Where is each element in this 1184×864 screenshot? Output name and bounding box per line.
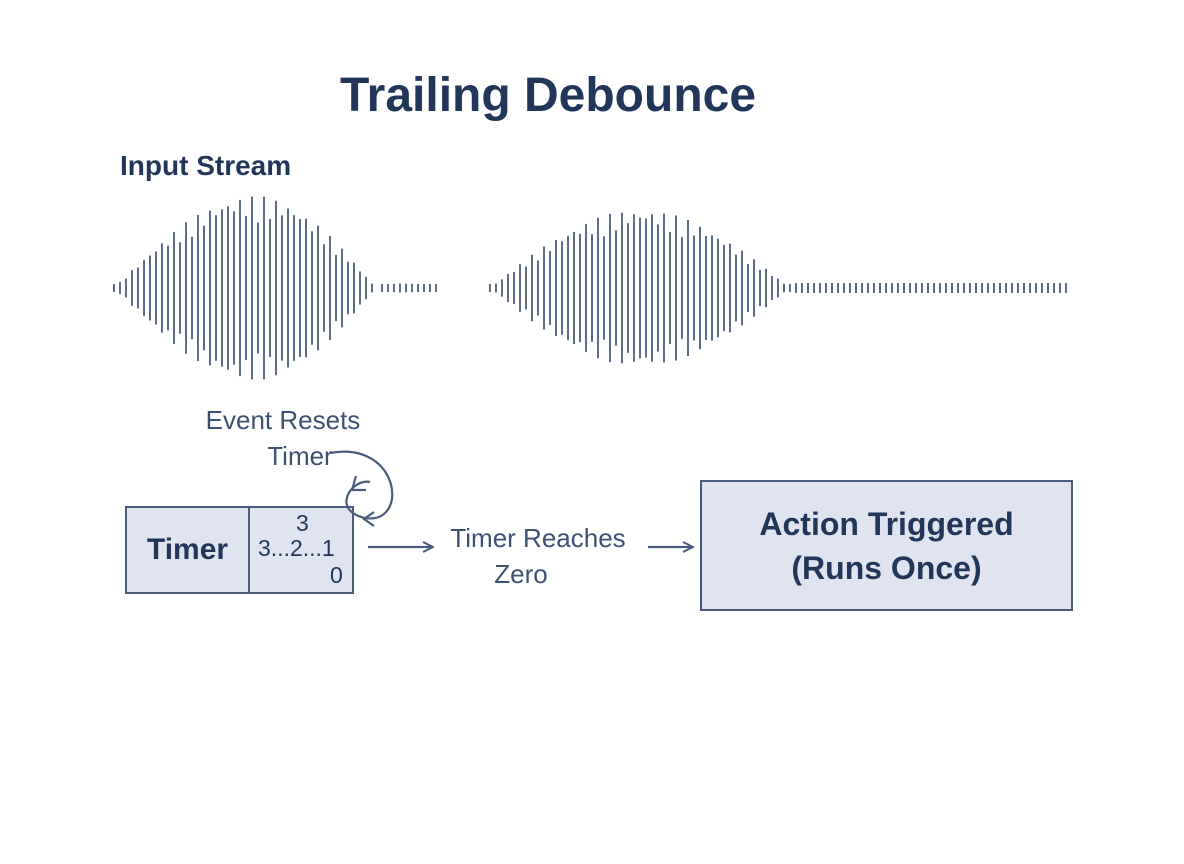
reset-loop-arrowhead-bottom	[362, 511, 375, 527]
timer-reaches-line2: Zero	[494, 559, 548, 589]
event-resets-timer-label: Event Resets Timer	[188, 402, 378, 474]
waveform-idle-tail	[795, 283, 1067, 293]
waveform-burst-2	[489, 212, 791, 364]
timer-box: Timer 3 3...2...1 0	[125, 506, 354, 594]
reset-loop-arrowhead-top	[350, 475, 366, 492]
waveform-burst-1	[113, 196, 437, 380]
timer-countdown: 3 3...2...1 0	[250, 508, 352, 592]
input-stream-waveform	[113, 196, 1067, 380]
action-line2: (Runs Once)	[791, 549, 982, 586]
event-resets-line1: Event Resets	[205, 405, 361, 435]
input-stream-label: Input Stream	[120, 150, 292, 181]
countdown-bottom: 0	[330, 562, 343, 588]
timer-reaches-line1: Timer Reaches	[450, 523, 626, 553]
timer-label: Timer	[127, 508, 250, 592]
action-line1: Action Triggered	[759, 505, 1014, 542]
diagram-title: Trailing Debounce	[339, 69, 757, 122]
timer-reaches-zero-label: Timer Reaches Zero	[430, 520, 646, 592]
action-triggered-box: Action Triggered (Runs Once)	[700, 480, 1073, 611]
event-resets-line2: Timer	[267, 441, 333, 471]
countdown-middle: 3...2...1	[258, 535, 335, 561]
countdown-top: 3	[296, 510, 309, 536]
